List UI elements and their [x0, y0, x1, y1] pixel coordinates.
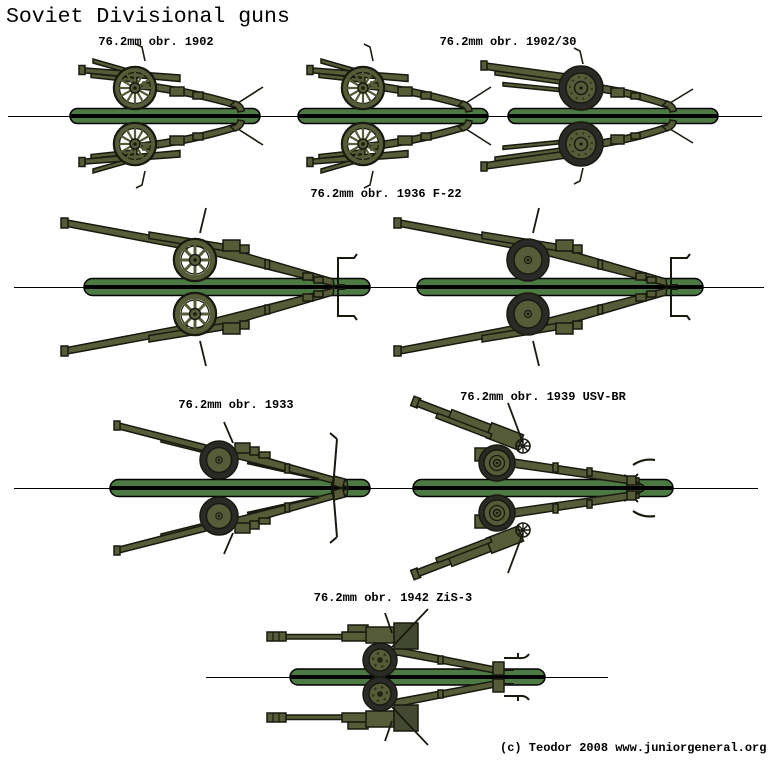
gun-art-mirror	[307, 120, 491, 188]
copyright-credit: (c) Teodor 2008 www.juniorgeneral.org	[500, 741, 767, 755]
fold-stripe	[84, 285, 370, 289]
gun-figure-1902-b	[297, 42, 498, 190]
fold-stripe	[110, 486, 370, 490]
gun-art-top	[114, 421, 348, 488]
gun-figure-f22-b	[361, 198, 704, 376]
label-obr-1942-zis3: 76.2mm obr. 1942 ZiS-3	[313, 591, 473, 605]
gun-art-top	[410, 393, 655, 486]
gun-art-top	[61, 208, 357, 286]
gun-figure-f22-a	[28, 198, 371, 376]
gun-art-mirror	[61, 288, 357, 366]
fold-stripe	[413, 486, 673, 490]
gun-figure-1902-a	[69, 42, 270, 190]
fold-stripe	[417, 285, 703, 289]
gun-figure-1902-30	[468, 42, 719, 190]
gun-art-top	[394, 208, 690, 286]
gun-art-mirror	[410, 490, 655, 583]
label-obr-1902: 76.2mm obr. 1902	[98, 35, 214, 49]
fold-stripe	[508, 114, 718, 118]
label-obr-1939-usv-br: 76.2mm obr. 1939 USV-BR	[460, 390, 626, 404]
label-obr-1902-30: 76.2mm obr. 1902/30	[439, 35, 577, 49]
gun-art-top	[307, 44, 491, 112]
label-obr-1936-f22: 76.2mm obr. 1936 F-22	[310, 187, 462, 201]
fold-stripe	[70, 114, 260, 118]
fold-line-row3	[14, 487, 758, 489]
gun-art-mirror	[267, 677, 529, 745]
fold-line-row2	[14, 286, 764, 288]
gun-art-mirror	[481, 120, 693, 184]
gun-art-top	[481, 48, 693, 112]
page-title: Soviet Divisional guns	[6, 5, 290, 29]
gun-figure-zis3	[238, 598, 546, 756]
gun-figure-1933	[109, 398, 371, 578]
gun-art-mirror	[394, 288, 690, 366]
gun-figure-usv-br	[398, 393, 674, 583]
gun-art-mirror	[114, 488, 348, 555]
label-obr-1933: 76.2mm obr. 1933	[178, 398, 294, 412]
fold-stripe	[290, 675, 545, 679]
fold-stripe	[298, 114, 488, 118]
gun-art-top	[267, 609, 529, 677]
